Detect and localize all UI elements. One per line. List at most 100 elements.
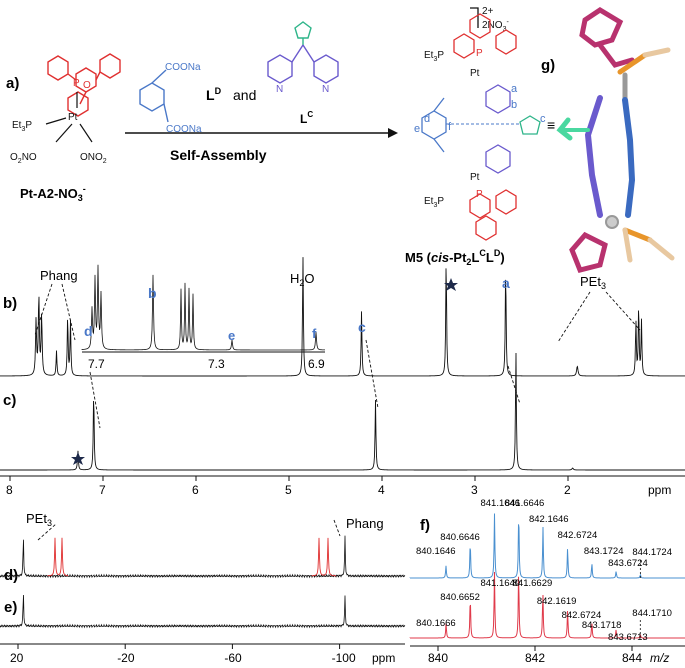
ms-tick-label-844: 844	[622, 651, 642, 665]
solvent-star-c	[71, 452, 85, 465]
coona-bottom-label: COONa	[166, 124, 202, 135]
ligand-lc-structure	[267, 21, 339, 84]
phosphorus-p-label: P	[73, 78, 80, 89]
reaction-arrow-head	[388, 128, 398, 138]
atom-label-e: e	[414, 123, 420, 135]
top-p-label: P	[476, 48, 483, 59]
ligand-ld-label: LD	[206, 86, 222, 103]
bottom-p-label: P	[476, 189, 483, 200]
crystal-model	[556, 7, 675, 273]
h-tick-label-8: 8	[6, 483, 13, 497]
pet3-ligand-label: Et3P	[12, 120, 32, 133]
ms-bottom-label-0: 840.1666	[416, 618, 456, 629]
pt-pet3-bond	[45, 117, 67, 125]
panel-g: g)	[541, 7, 675, 273]
h-tick-label-6: 6	[192, 483, 199, 497]
equivalence-symbol: ≡	[547, 117, 555, 133]
ms-bottom-label-1: 840.6652	[440, 592, 480, 603]
panel-a: a) P O Pt Et3P O2NO ONO2 Pt-A2-NO3- COON…	[6, 21, 398, 203]
atom-label-c: c	[540, 113, 546, 125]
spectrum-c-trace	[0, 352, 685, 471]
spectrum-b-trace	[0, 257, 685, 377]
peak-label-a: a	[502, 275, 510, 291]
ms-bottom-label-5: 842.6724	[562, 610, 602, 621]
ms-bottom-label-4: 842.1619	[537, 596, 577, 607]
ms-top-label-7: 843.6724	[608, 558, 648, 569]
coona-top-label: COONa	[165, 62, 201, 73]
atom-label-d: d	[424, 113, 430, 125]
ono2-label: ONO2	[80, 152, 107, 165]
ms-bottom-label-8: 844.1710	[632, 608, 672, 619]
panel-p-nmr: d) e) PEt3 Phang 20-20-60-100 ppm	[0, 511, 406, 665]
panel-h-nmr: b) c) 7.7 7.3 6.9 Phang H2O PEt3 b d e f…	[0, 257, 685, 497]
bottom-pt-label: Pt	[470, 172, 480, 183]
solvent-star-b	[444, 278, 458, 291]
oxygen-label: O	[83, 80, 91, 91]
panel-g-label: g)	[541, 57, 555, 74]
ms-tick-label-842: 842	[525, 651, 545, 665]
shift-dash-2	[365, 339, 379, 409]
p-tick-label-20: 20	[10, 651, 24, 665]
top-pt-label: Pt	[470, 68, 480, 79]
ms-top-trace	[409, 513, 685, 579]
peak-label-f: f	[312, 326, 317, 341]
atom-label-a: a	[511, 83, 518, 95]
phang-label-p: Phang	[346, 516, 384, 531]
ms-bottom-label-7: 843.6713	[608, 632, 648, 643]
shift-dash-3	[507, 365, 521, 405]
p-tick-label--20: -20	[117, 651, 135, 665]
panel-f-label: f)	[420, 517, 430, 534]
inset-trace	[81, 264, 326, 351]
h-tick-label-7: 7	[99, 483, 106, 497]
h-tick-label-2: 2	[564, 483, 571, 497]
panel-f-ms: f) 840.1646840.6646841.1646841.6646842.1…	[409, 498, 685, 665]
isophthalate-ring	[421, 97, 447, 153]
top-phosphonite	[453, 13, 517, 59]
counter-ion-label: 2NO3-	[482, 19, 509, 33]
peak-label-b: b	[148, 285, 157, 301]
product-m5: 2+ 2NO3- P Et3P Pt d e f a b c	[405, 6, 555, 267]
p-nmr-ticks: 20-20-60-100	[10, 644, 356, 665]
h2o-label: H2O	[290, 271, 315, 288]
ms-bottom-trace	[409, 571, 685, 639]
precursor-name: Pt-A2-NO3-	[20, 184, 86, 203]
ms-top-label-8: 844.1724	[632, 547, 672, 558]
pt-atom-label: Pt	[68, 112, 78, 123]
panel-c-label: c)	[3, 392, 16, 409]
phang-dash-right	[61, 283, 76, 341]
pet3-dash-p	[37, 523, 57, 541]
peak-label-c: c	[358, 319, 366, 335]
panel-a-label: a)	[6, 75, 19, 92]
shift-dash-1	[89, 371, 101, 429]
p-tick-label--60: -60	[224, 651, 242, 665]
pt-ono2-bond-left	[55, 123, 73, 143]
phang-label-h: Phang	[40, 268, 78, 283]
h-tick-label-3: 3	[471, 483, 478, 497]
nitrogen-left-label: N	[276, 84, 283, 95]
pt-ono2-bond-right	[79, 123, 93, 143]
peak-label-e: e	[228, 328, 235, 343]
ms-top-label-2: 841.1646	[480, 498, 520, 509]
h-tick-label-4: 4	[378, 483, 385, 497]
ms-top-label-3: 841.6646	[505, 498, 545, 509]
spectrum-d-inset-pet3	[47, 537, 69, 577]
bottom-pet3-label: Et3P	[424, 196, 444, 209]
nmr-inset: 7.7 7.3 6.9	[81, 264, 326, 371]
pet3-label-p: PEt3	[26, 511, 52, 528]
phang-dash-left	[34, 283, 53, 336]
atom-label-b: b	[511, 99, 517, 111]
ms-top-label-0: 840.1646	[416, 546, 456, 557]
pyridine-rings	[485, 84, 511, 174]
ligand-ld-structure	[139, 69, 169, 123]
panel-e-label: e)	[4, 599, 17, 616]
h-nmr-axis-unit: ppm	[648, 483, 671, 497]
pet3-dash-left	[557, 291, 591, 343]
product-name: M5 (cis-Pt2LCLD)	[405, 248, 505, 267]
ms-bottom-label-2: 841.1640	[480, 578, 520, 589]
ligand-lc-label: LC	[300, 110, 313, 126]
atom-label-f: f	[448, 121, 452, 133]
pt-precursor-structure	[47, 53, 121, 117]
